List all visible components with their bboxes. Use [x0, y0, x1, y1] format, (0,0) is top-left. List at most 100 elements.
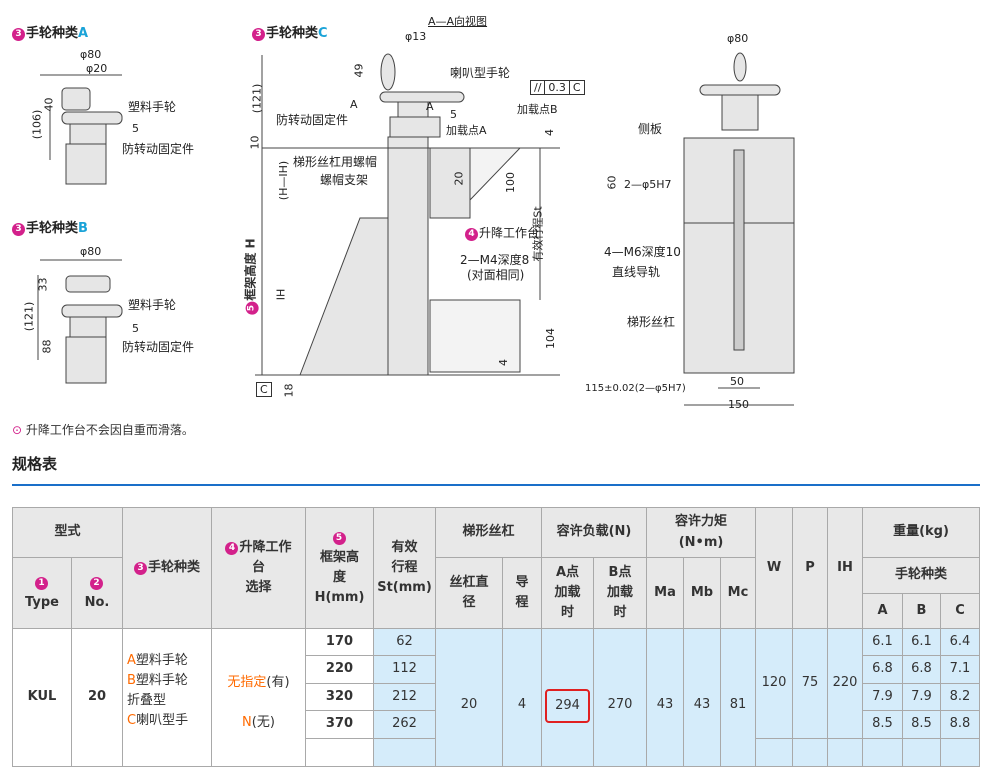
- dim: 4: [497, 359, 510, 366]
- dim: φ80: [80, 48, 102, 61]
- ma-cell: 43: [646, 628, 684, 767]
- label: 喇叭型手轮: [450, 66, 511, 80]
- dim: 10: [248, 135, 262, 150]
- dim: 104: [544, 328, 557, 349]
- weight-b-cell: 8.5: [902, 710, 941, 739]
- table-row: 370 262 8.5 8.5 8.8: [13, 710, 980, 739]
- header-p: P: [792, 507, 828, 629]
- w-cell: 120: [755, 628, 793, 739]
- header-moment: 容许力矩(N•m): [646, 507, 756, 558]
- drawing-type-b: [37, 259, 123, 384]
- view-label: A—A向视图: [428, 15, 488, 28]
- header-screw: 梯形丝杠: [435, 507, 542, 558]
- weight-a-cell: 6.1: [862, 628, 903, 656]
- load-a-cell: 294: [541, 628, 594, 767]
- stroke-cell: 112: [373, 655, 436, 684]
- header-load-a: A点加载时: [541, 557, 594, 629]
- header-screw-dia: 丝杠直径: [435, 557, 503, 629]
- stroke-cell: 62: [373, 628, 436, 656]
- weight-c-cell: 8.2: [940, 683, 980, 711]
- no-cell: 20: [71, 628, 123, 767]
- dim: 4—M6深度10: [604, 245, 681, 259]
- header-weight-sub: 手轮种类: [862, 557, 980, 594]
- dim: (H—IH): [277, 160, 291, 201]
- frame-height-cell: 370: [305, 710, 374, 739]
- screw-dia-cell: 20: [435, 628, 503, 767]
- label: 侧板: [638, 122, 663, 136]
- dim: (106): [30, 109, 44, 140]
- section-divider: [12, 484, 980, 486]
- highlight-box: 294: [545, 689, 590, 724]
- label: 防转动固定件: [122, 340, 195, 354]
- dim: φ80: [80, 245, 102, 258]
- frame-height-cell: 320: [305, 683, 374, 711]
- dim: 50: [730, 375, 744, 388]
- dim: 4: [543, 129, 556, 136]
- header-w: W: [755, 507, 793, 629]
- header-weight-a: A: [862, 593, 903, 629]
- p-cell: [792, 738, 828, 767]
- label: 加载点B: [517, 103, 558, 116]
- weight-c-cell: 6.4: [940, 628, 980, 656]
- header-weight-c: C: [940, 593, 980, 629]
- header-load: 容许负载(N): [541, 507, 647, 558]
- label: 防转动固定件: [122, 142, 195, 156]
- header-model: 型式: [12, 507, 123, 558]
- table-row: 320 212 7.9 7.9 8.2: [13, 683, 980, 711]
- dim: 88: [40, 339, 54, 354]
- handwheel-options: A塑料手轮 B塑料手轮 折叠型 C喇叭型手: [122, 628, 212, 767]
- dim: (121): [250, 83, 264, 114]
- frame-height-cell: 220: [305, 655, 374, 684]
- dim: φ80: [727, 32, 749, 45]
- header-weight-b: B: [902, 593, 941, 629]
- stroke-cell: 262: [373, 710, 436, 739]
- label: 梯形丝杠: [627, 315, 676, 329]
- weight-a-cell: [862, 738, 903, 767]
- label: (对面相同): [467, 268, 525, 282]
- type-cell: KUL: [12, 628, 72, 767]
- label: 2—M4深度8: [460, 253, 530, 267]
- header-ma: Ma: [646, 557, 684, 629]
- mb-cell: 43: [683, 628, 721, 767]
- dim: 49: [352, 63, 366, 78]
- weight-b-cell: 6.8: [902, 655, 941, 684]
- drawing-type-a: [40, 74, 123, 185]
- section-title: 规格表: [12, 455, 58, 473]
- dim: A: [426, 100, 434, 113]
- label: 梯形丝杠用螺帽: [293, 155, 378, 169]
- technical-drawings: [37, 52, 795, 406]
- dim: 150: [728, 398, 749, 411]
- label: 加载点A: [446, 124, 487, 137]
- dim: 5: [132, 322, 139, 335]
- load-b-cell: 270: [593, 628, 647, 767]
- dim: 5: [132, 122, 139, 135]
- dim: 18: [282, 383, 296, 398]
- header-ih: IH: [827, 507, 863, 629]
- dim: A: [350, 98, 358, 111]
- weight-c-cell: [940, 738, 980, 767]
- dim: φ20: [86, 62, 108, 75]
- weight-c-cell: 7.1: [940, 655, 980, 684]
- stroke-cell: 212: [373, 683, 436, 711]
- weight-b-cell: 7.9: [902, 683, 941, 711]
- datum-c: C: [256, 382, 272, 397]
- header-weight: 重量(kg): [862, 507, 980, 558]
- weight-b-cell: [902, 738, 941, 767]
- header-mc: Mc: [720, 557, 756, 629]
- weight-a-cell: 6.8: [862, 655, 903, 684]
- dim: (121): [22, 301, 36, 332]
- header-load-b: B点加载时: [593, 557, 647, 629]
- dim: φ13: [405, 30, 427, 43]
- lead-cell: 4: [502, 628, 542, 767]
